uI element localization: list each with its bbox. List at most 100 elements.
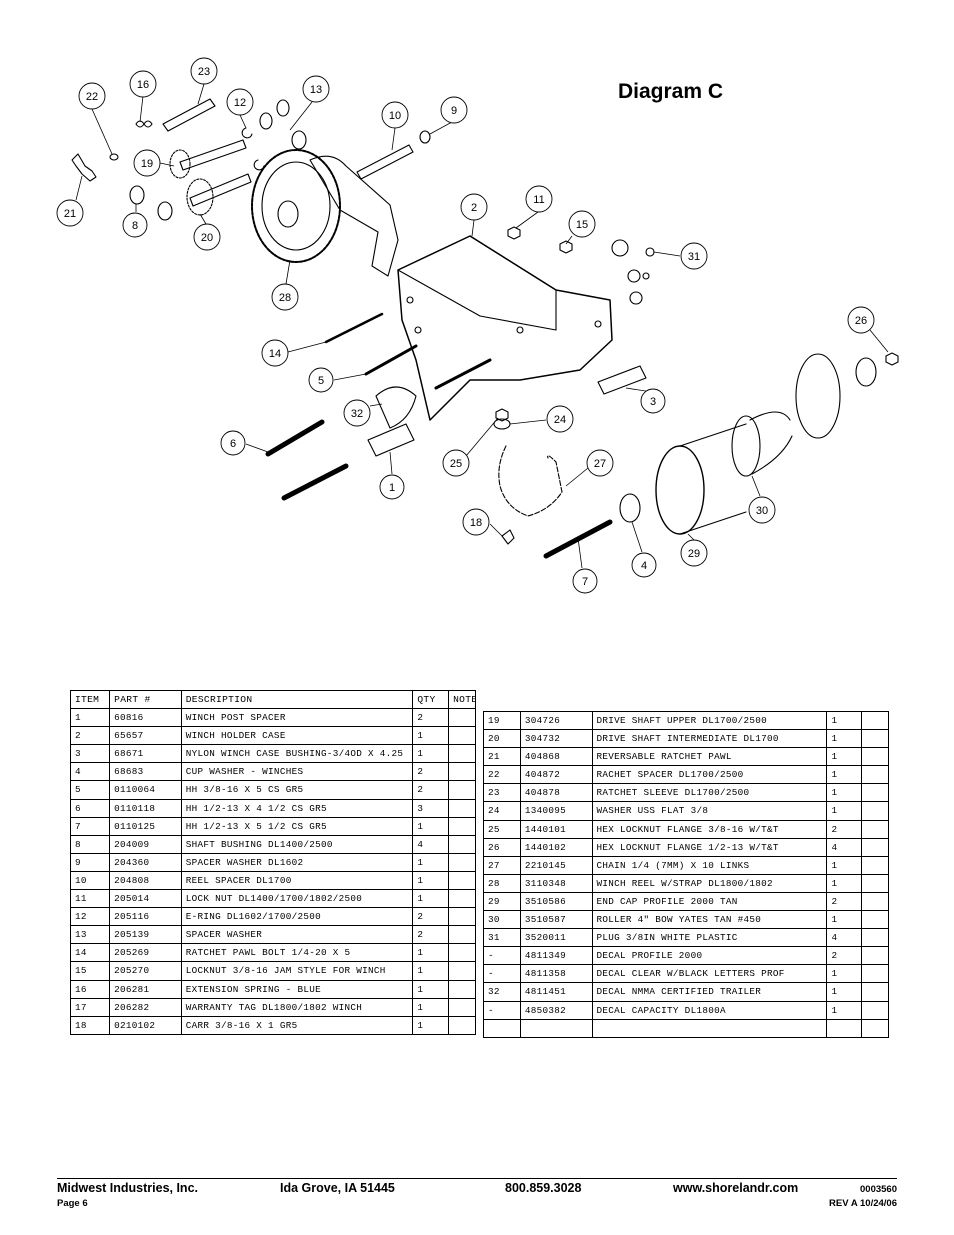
plug-shape-d (629, 291, 643, 305)
cell-qty: 1 (826, 982, 863, 1002)
hex-locknut-26-shape (885, 352, 899, 366)
plug-shape-e (642, 272, 650, 280)
svg-text:14: 14 (269, 348, 281, 360)
leader-18 (489, 523, 503, 537)
leader-9 (429, 121, 453, 135)
cell-description: CARR 3/8-16 X 1 GR5 (180, 1015, 414, 1035)
callout-3: 3 (640, 388, 666, 414)
svg-text:25: 25 (450, 458, 462, 470)
cell-qty: 2 (412, 762, 450, 782)
cell-description: LOCK NUT DL1400/1700/1802/2500 (180, 889, 414, 909)
cell-part: 3510586 (519, 891, 593, 912)
svg-text:15: 15 (576, 219, 588, 231)
cell-item: 1 (69, 708, 111, 728)
footer-phone: 800.859.3028 (505, 1181, 582, 1195)
callout-4: 4 (631, 552, 657, 578)
cell-description: END CAP PROFILE 2000 TAN (591, 891, 828, 912)
intermediate-gear-shape (186, 178, 214, 216)
hh-bolt-5-shape-a (364, 344, 418, 376)
case-hole-d (594, 320, 602, 328)
cell-description: SPACER WASHER (180, 925, 414, 945)
callout-28: 28 (271, 283, 299, 311)
cell-part: 4811349 (519, 946, 593, 966)
cell-description (591, 1018, 828, 1038)
cell-note (861, 982, 889, 1002)
cell-item (483, 1018, 521, 1038)
cell-item: 19 (483, 710, 521, 731)
cell-description: RACHET SPACER DL1700/2500 (591, 765, 828, 785)
cell-item: 9 (69, 852, 111, 872)
leader-20 (199, 213, 207, 225)
winch-reel-hub-shape (261, 161, 331, 251)
ratchet-pawl-shape (71, 153, 97, 182)
header-description: DESCRIPTION (180, 689, 414, 710)
cell-note (861, 710, 889, 731)
callout-13: 13 (302, 75, 330, 103)
cell-part: 4850382 (519, 1000, 593, 1020)
cell-note (448, 979, 476, 999)
cell-qty: 1 (826, 801, 863, 821)
cell-description: DRIVE SHAFT INTERMEDIATE DL1700 (591, 729, 828, 749)
svg-text:13: 13 (310, 84, 322, 96)
roller-body-shape (749, 411, 793, 475)
cell-description: WASHER USS FLAT 3/8 (591, 801, 828, 821)
leader-28 (285, 259, 291, 285)
svg-text:19: 19 (141, 158, 153, 170)
cell-note (448, 852, 476, 872)
cell-description: HH 1/2-13 X 4 1/2 CS GR5 (180, 798, 414, 818)
cell-note (448, 961, 476, 981)
cell-qty: 1 (826, 747, 863, 767)
cell-description: DRIVE SHAFT UPPER DL1700/2500 (591, 710, 828, 731)
cell-item: 29 (483, 891, 521, 912)
cell-item: 12 (69, 907, 111, 927)
callout-26: 26 (847, 306, 875, 334)
svg-text:28: 28 (279, 292, 291, 304)
cell-description: RATCHET PAWL BOLT 1/4-20 X 5 (180, 943, 414, 963)
cell-description: NYLON WINCH CASE BUSHING-3/4OD X 4.25 (180, 744, 414, 764)
lock-nut-shape (507, 226, 521, 240)
cell-qty: 1 (412, 852, 450, 872)
leader-30 (751, 475, 761, 497)
end-cap-shape (655, 445, 705, 535)
cell-item: 3 (69, 744, 111, 764)
header-qty: QTY (412, 689, 450, 710)
cell-description: WINCH HOLDER CASE (180, 726, 414, 746)
cell-qty: 2 (826, 819, 863, 839)
cell-part: 0110064 (109, 780, 182, 800)
leader-29 (687, 533, 695, 541)
drive-shaft-upper-shape (179, 139, 247, 171)
svg-text:8: 8 (132, 220, 138, 232)
callout-14: 14 (261, 339, 289, 367)
cell-item: - (483, 964, 521, 984)
cell-qty: 1 (826, 1000, 863, 1020)
cell-qty: 1 (826, 964, 863, 984)
header-note: NOTE (448, 689, 476, 710)
cell-item: 32 (483, 982, 521, 1002)
cell-item: 25 (483, 819, 521, 839)
callout-30: 30 (748, 496, 776, 524)
cell-part: 68671 (109, 744, 182, 764)
callout-24: 24 (546, 405, 574, 433)
spacer-washer-shape-c (291, 130, 307, 150)
cell-note (861, 946, 889, 966)
leader-25 (465, 417, 499, 457)
cell-description: HEX LOCKNUT FLANGE 3/8-16 W/T&T (591, 819, 828, 839)
cell-qty: 2 (412, 708, 450, 728)
ratchet-sleeve-shape (162, 98, 216, 132)
svg-text:24: 24 (554, 414, 566, 426)
cell-description: REVERSABLE RATCHET PAWL (591, 747, 828, 767)
footer-rule (57, 1178, 897, 1179)
cell-item: 20 (483, 729, 521, 749)
